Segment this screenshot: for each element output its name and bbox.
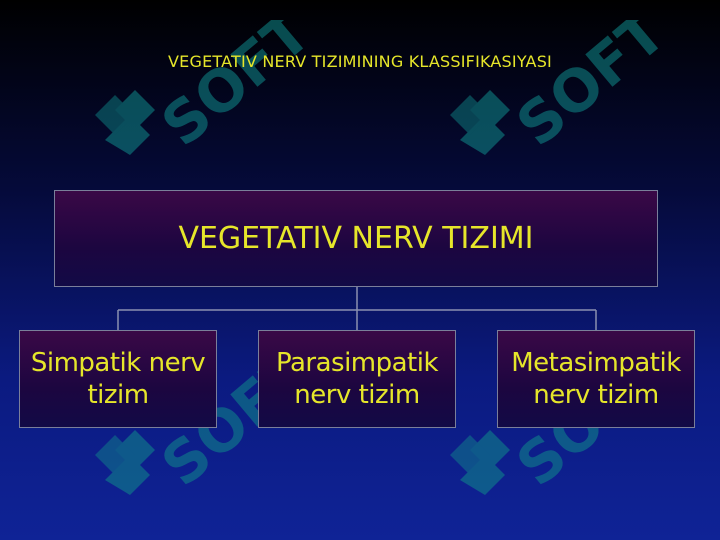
child-node-metasimpatik: Metasimpatik nerv tizim [497, 330, 695, 428]
svg-text:SOFT: SOFT [149, 20, 305, 159]
root-node-label: VEGETATIV NERV TIZIMI [178, 221, 534, 256]
child-node-label: Metasimpatik nerv tizim [511, 347, 681, 411]
child-node-label: Simpatik nerv tizim [30, 347, 206, 411]
soft-logo-watermark: SOFT [95, 20, 305, 159]
child-node-parasimpatik: Parasimpatik nerv tizim [258, 330, 456, 428]
soft-logo-watermark: SOFT [450, 20, 660, 159]
child-node-label: Parasimpatik nerv tizim [275, 347, 439, 411]
page-title: VEGETATIV NERV TIZIMINING KLASSIFIKASIYA… [168, 52, 552, 71]
child-node-simpatik: Simpatik nerv tizim [19, 330, 217, 428]
root-node: VEGETATIV NERV TIZIMI [54, 190, 658, 287]
svg-text:SOFT: SOFT [504, 20, 660, 159]
